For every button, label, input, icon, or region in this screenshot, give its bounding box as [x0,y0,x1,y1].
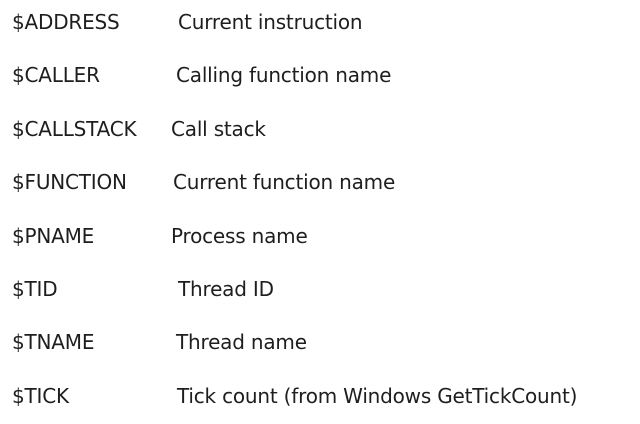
keyword-description: Current function name [173,170,396,194]
keyword-name: $FUNCTION [12,170,127,194]
keyword-row: $CALLSTACK Call stack [0,115,640,143]
keyword-row: $PNAME Process name [0,222,640,250]
keyword-description: Call stack [171,117,266,141]
keyword-name: $PNAME [12,224,95,248]
keyword-name: $CALLSTACK [12,117,137,141]
keyword-name: $ADDRESS [12,10,120,34]
keyword-description: Thread name [176,330,307,354]
keyword-description: Tick count (from Windows GetTickCount) [177,384,578,408]
keyword-row: $TICK Tick count (from Windows GetTickCo… [0,382,640,410]
keyword-description: Calling function name [176,63,392,87]
keyword-row: $TID Thread ID [0,275,640,303]
keyword-description: Process name [171,224,308,248]
keyword-name: $TID [12,277,58,301]
keyword-name: $CALLER [12,63,100,87]
keyword-description: Thread ID [178,277,274,301]
keyword-name: $TICK [12,384,69,408]
keyword-row: $FUNCTION Current function name [0,168,640,196]
keyword-row: $ADDRESS Current instruction [0,8,640,36]
keyword-name: $TNAME [12,330,95,354]
keyword-description: Current instruction [178,10,363,34]
keyword-row: $CALLER Calling function name [0,61,640,89]
keyword-row: $TNAME Thread name [0,328,640,356]
